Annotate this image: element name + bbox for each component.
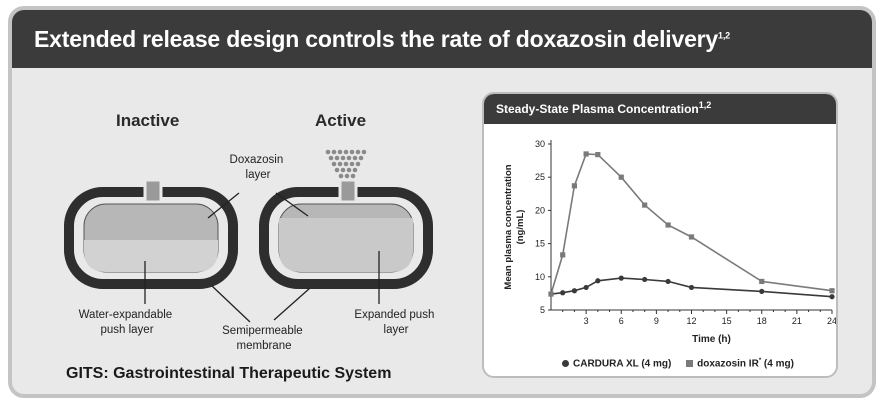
series-2-point	[759, 278, 765, 285]
legend-series-1: CARDURA XL (4 mg)	[573, 358, 672, 370]
expanded-layer-line1: Expanded push	[354, 309, 434, 321]
y-axis-label: Mean plasma concentration(ng/mL)	[503, 164, 526, 289]
series-2-point	[688, 234, 695, 240]
legend-series-2-tail: (4 mg)	[761, 358, 794, 370]
water-layer-label: Water-expandable push layer	[79, 309, 176, 336]
expanded-layer-line2: layer	[384, 324, 409, 336]
series-2-point	[560, 252, 566, 258]
legend-circle-marker	[562, 360, 569, 368]
series-2-point	[665, 222, 671, 228]
series-1-point	[665, 278, 671, 285]
legend-series-2: doxazosin IR	[697, 358, 759, 370]
series-1-point	[618, 275, 624, 281]
chart-panel-superscript: 1,2	[698, 100, 712, 110]
chart-legend: CARDURA XL (4 mg) doxazosin IR* (4 mg)	[562, 358, 794, 369]
x-tick-label: 24	[827, 316, 836, 326]
x-tick-label: 6	[619, 316, 624, 326]
chart-panel: Steady-State Plasma Concentration1,2 5 10…	[482, 92, 838, 378]
series-1-point	[642, 276, 648, 283]
doxazosin-layer-label: Doxazosin layer	[230, 154, 287, 181]
series-2-point	[571, 183, 578, 189]
inactive-label: Inactive	[116, 111, 179, 130]
chart-panel-title: Steady-State Plasma Concentration1,2	[484, 94, 836, 124]
x-tick-label: 21	[792, 316, 802, 326]
banner-superscript: 1,2	[718, 30, 730, 41]
active-label: Active	[315, 111, 366, 130]
membrane-line2: membrane	[237, 340, 292, 352]
x-tick-label: 3	[584, 316, 589, 326]
doxazosin-layer-line2: layer	[246, 169, 271, 181]
doxazosin-layer-line1: Doxazosin	[230, 154, 284, 166]
series-2-point	[829, 288, 835, 294]
y-tick-label: 15	[535, 239, 545, 249]
expanded-layer-label: Expanded push layer	[354, 309, 437, 336]
inactive-tablet	[64, 178, 238, 289]
legend-series-2-sup: *	[758, 358, 762, 364]
x-tick-label: 12	[686, 316, 696, 326]
y-tick-label: 5	[540, 305, 545, 315]
membrane-line1: Semipermeable	[222, 325, 303, 337]
y-tick-label: 30	[535, 139, 545, 149]
active-tablet	[259, 149, 433, 289]
series-2-point	[618, 174, 624, 180]
y-tick-label: 25	[535, 172, 545, 182]
x-tick-label: 15	[722, 316, 732, 326]
chart-panel-title-text: Steady-State Plasma Concentration	[496, 102, 699, 116]
plasma-concentration-chart: 5 10 15 20 25 30 3 6 9 12 15 18 21 24Time (h) Mean pla…	[503, 139, 836, 345]
series-1-point	[583, 284, 589, 291]
series-1-point	[829, 294, 835, 300]
figure-card: Extended release design controls the rat…	[8, 6, 876, 398]
series-2-line	[550, 153, 833, 295]
banner-title-text: Extended release design controls the rat…	[34, 26, 719, 52]
y-tick-label: 20	[535, 205, 545, 215]
gits-caption: GITS: Gastrointestinal Therapeutic Syste…	[66, 365, 392, 382]
gits-diagram: Inactive Active	[64, 111, 437, 352]
series-1-point	[571, 288, 578, 294]
series-1-point	[688, 284, 695, 291]
series-1-point	[595, 278, 601, 284]
leader-lines	[144, 192, 380, 323]
released-drug-dots	[325, 149, 367, 179]
x-tick-label: 18	[757, 316, 767, 326]
series-1-point	[759, 288, 765, 295]
x-axis-label: Time (h)	[692, 334, 731, 345]
water-layer-line2: push layer	[100, 324, 153, 336]
legend-square-marker	[686, 360, 694, 368]
banner-title: Extended release design controls the rat…	[12, 10, 872, 68]
series-2-point	[642, 202, 648, 208]
series-2-point	[583, 151, 589, 157]
x-tick-label: 9	[654, 316, 659, 326]
series-2-point	[548, 291, 554, 297]
series-2-point	[595, 152, 601, 158]
y-tick-label: 10	[535, 272, 545, 282]
series-1-point	[560, 290, 566, 296]
membrane-label: Semipermeable membrane	[222, 325, 306, 352]
water-layer-line1: Water-expandable	[79, 309, 173, 321]
